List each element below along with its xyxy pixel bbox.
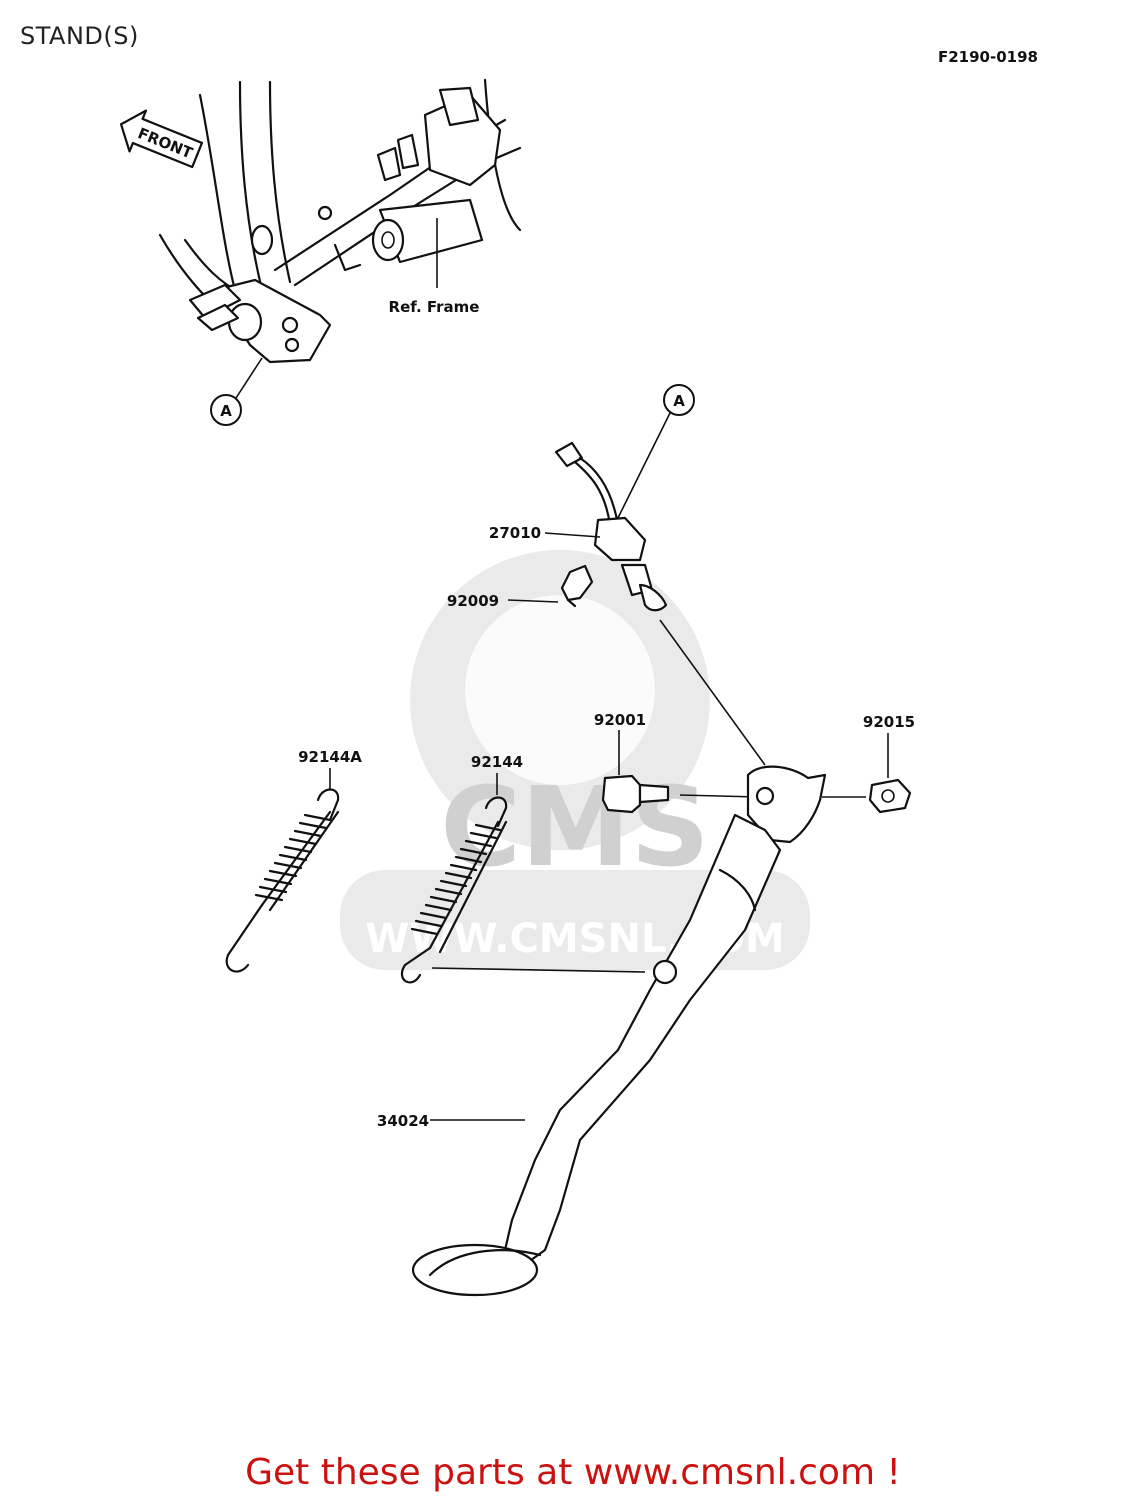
- ref-frame-label: Ref. Frame: [389, 298, 480, 316]
- switch-leader-line: [659, 619, 766, 766]
- frame-callout-a: A: [220, 402, 232, 420]
- page-title: STAND(S): [20, 22, 139, 50]
- figure-code: F2190-0198: [938, 48, 1038, 66]
- part-92001-label: 92001: [594, 711, 646, 729]
- part-92015-label: 92015: [863, 713, 915, 731]
- footer-promo-link[interactable]: Get these parts at www.cmsnl.com !: [245, 1452, 901, 1493]
- switch-callout-a: A: [611, 384, 695, 531]
- bolt-92001: 92001: [594, 711, 759, 814]
- screw-92009: 92009: [447, 564, 594, 610]
- part-34024-label: 34024: [377, 1112, 429, 1130]
- side-stand-34024: 34024: [377, 765, 827, 1297]
- spring-92144: 92144: [400, 753, 646, 984]
- front-arrow: FRONT: [119, 109, 204, 169]
- side-stand-switch-27010: 27010: [489, 441, 668, 612]
- nut-92015: 92015: [822, 713, 915, 814]
- part-27010-label: 27010: [489, 524, 541, 542]
- svg-text:A: A: [673, 392, 685, 410]
- part-92009-label: 92009: [447, 592, 499, 610]
- part-92144A-label: 92144A: [298, 748, 362, 766]
- part-92144-label: 92144: [471, 753, 523, 771]
- frame-section: Ref. Frame A: [158, 78, 522, 426]
- spring-92144A: 92144A: [225, 748, 362, 973]
